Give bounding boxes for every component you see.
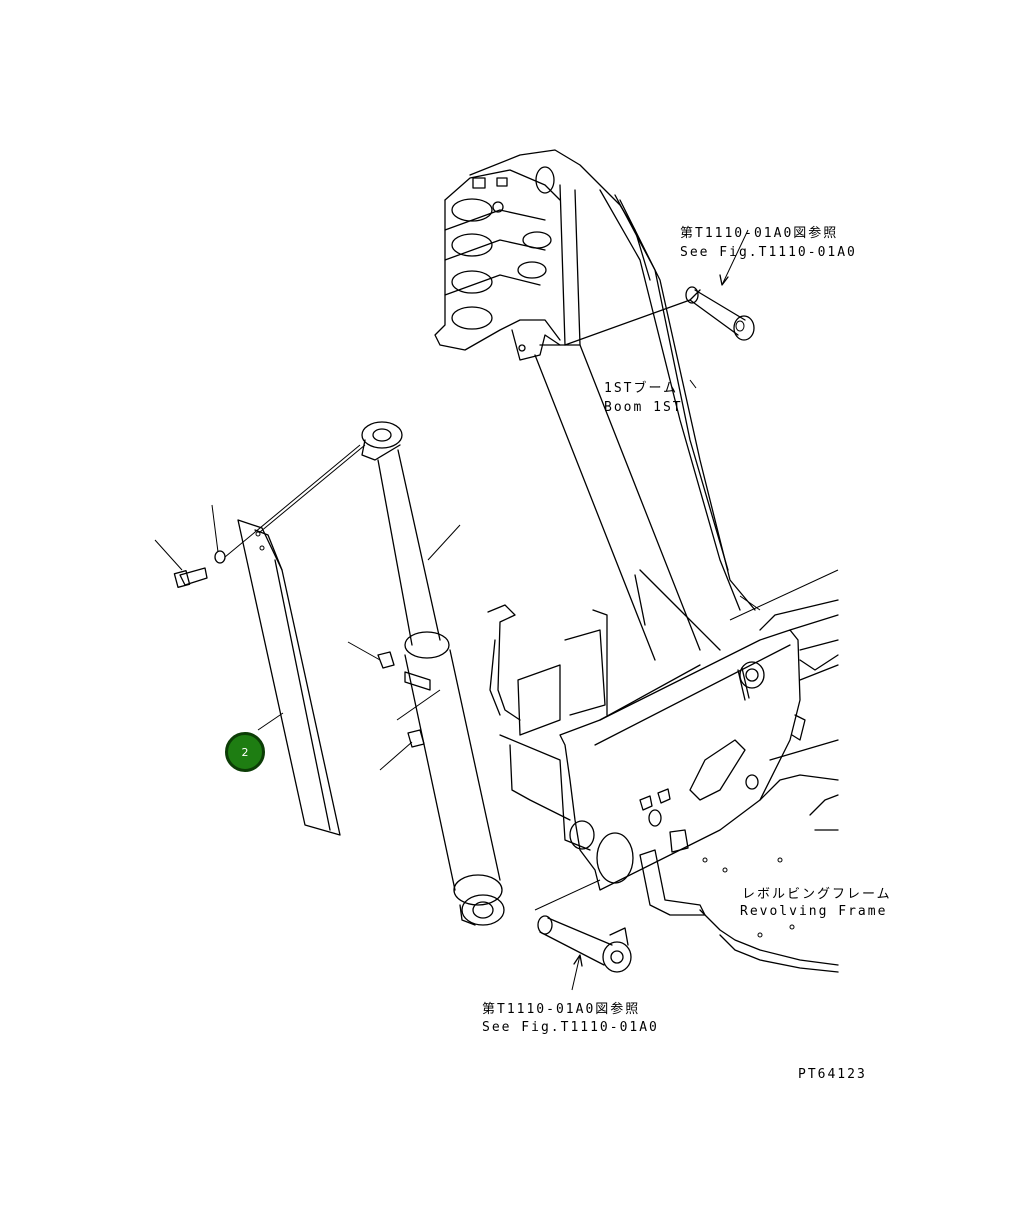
- ref-bottom-jp: 第T1110-01A0図参照: [482, 1002, 641, 1017]
- boom-cylinder: [361, 421, 505, 926]
- small-blocks: [347, 524, 461, 771]
- boom-label-en: Boom 1ST: [604, 400, 683, 415]
- callout-2-button[interactable]: 2: [225, 732, 265, 772]
- top-pin: [685, 229, 755, 341]
- bolt-and-washer: [154, 444, 361, 588]
- frame-label-en: Revolving Frame: [740, 904, 888, 919]
- ref-bottom-en: See Fig.T1110-01A0: [482, 1020, 659, 1035]
- bottom-pin: [534, 879, 632, 991]
- ref-top-jp: 第T1110-01A0図参照: [680, 226, 839, 241]
- boom-top-bracket: [434, 149, 651, 361]
- cover-plate: [237, 444, 366, 836]
- boom-label-jp: 1STブーム: [604, 381, 679, 396]
- ref-top-en: See Fig.T1110-01A0: [680, 245, 857, 260]
- boom-arm: [534, 189, 756, 661]
- revolving-frame: [487, 569, 839, 973]
- drawing-number: PT64123: [798, 1067, 867, 1082]
- frame-label-jp: レボルビングフレーム: [742, 887, 892, 902]
- boom-leader: [689, 379, 697, 389]
